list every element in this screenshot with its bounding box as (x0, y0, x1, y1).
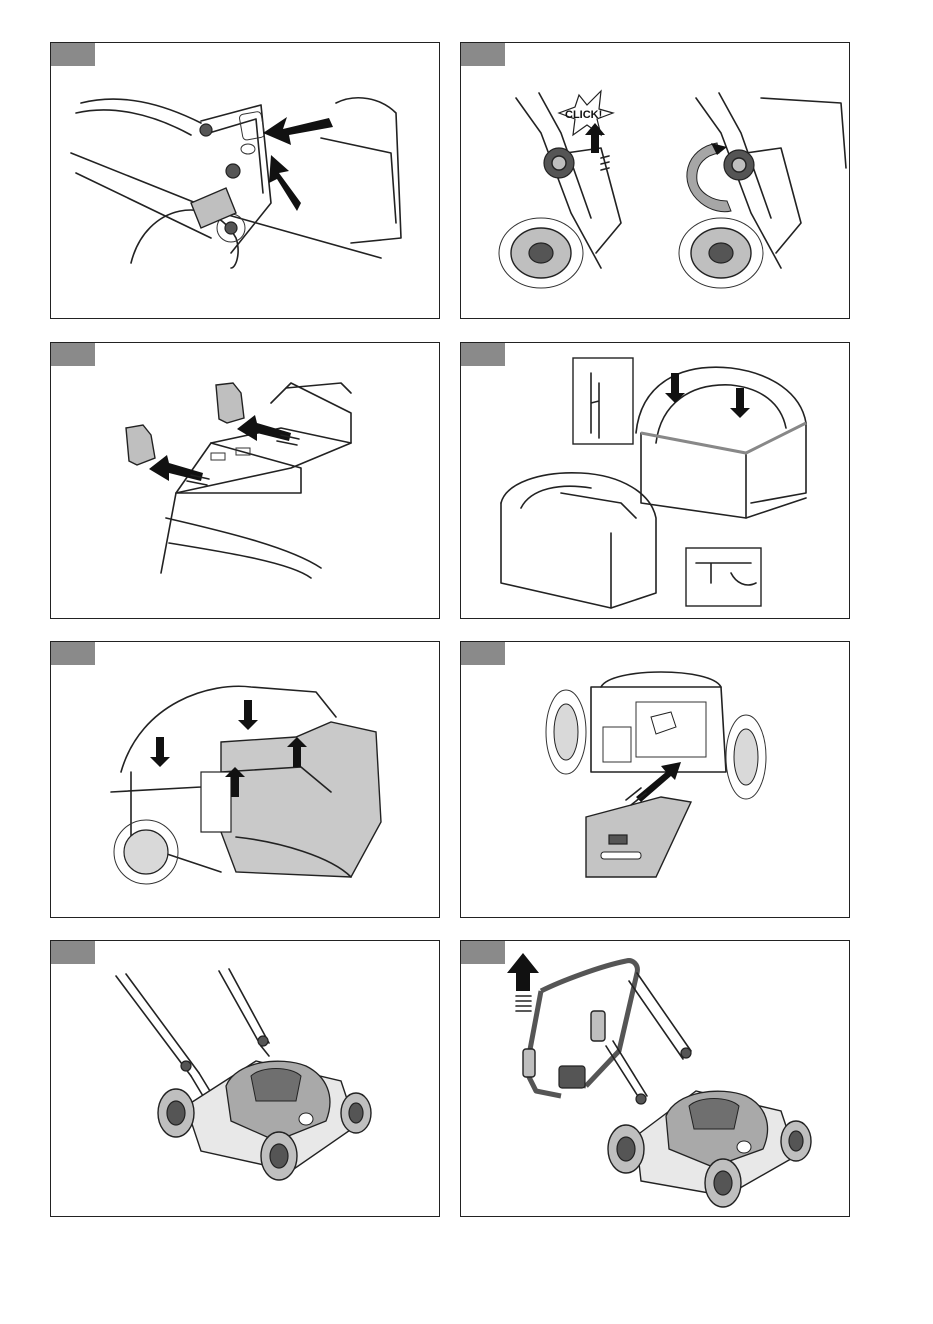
figure-panel-7 (50, 940, 440, 1217)
grass-bag-assembly-illustration (461, 343, 850, 619)
clip-insert-illustration (51, 343, 440, 619)
handle-lift-illustration (461, 941, 850, 1217)
figure-panel-8 (460, 940, 850, 1217)
click-label: CLICK! (565, 109, 602, 121)
figure-panel-6 (460, 641, 850, 918)
figure-panel-4 (460, 342, 850, 619)
mulch-plug-illustration (461, 642, 850, 918)
handle-bracket-illustration (51, 43, 440, 319)
figure-panel-1 (50, 42, 440, 319)
grass-bag-attach-illustration (51, 642, 440, 918)
figure-panel-3 (50, 342, 440, 619)
figure-panel-2: CLICK! (460, 42, 850, 319)
mower-assembled-illustration (51, 941, 440, 1217)
figure-panel-5 (50, 641, 440, 918)
height-knob-illustration: CLICK! (461, 43, 850, 319)
